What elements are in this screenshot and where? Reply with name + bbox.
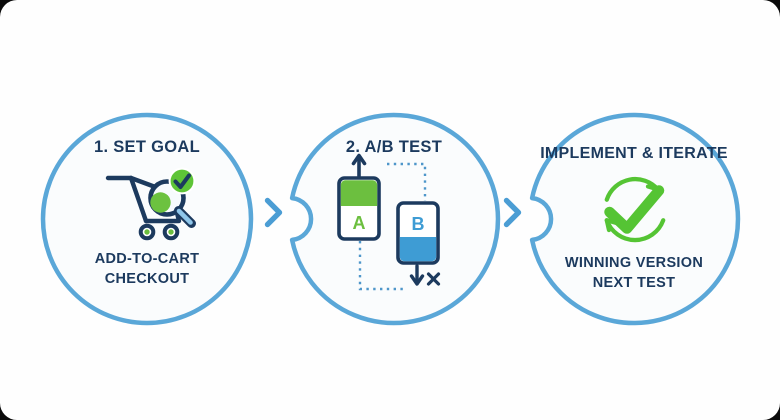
down-arrow-icon xyxy=(409,264,425,286)
chevron-right-icon xyxy=(503,197,522,228)
step-title: IMPLEMENT & ITERATE xyxy=(540,145,728,162)
caption-line: ADD-TO-CART xyxy=(94,251,200,267)
step-ab-test: 2. A/B TEST A B xyxy=(284,109,504,329)
step-caption: ADD-TO-CART CHECKOUT xyxy=(37,249,257,289)
step-caption: WINNING VERSION NEXT TEST xyxy=(524,253,744,293)
step-title: 2. A/B TEST xyxy=(345,138,443,156)
circle-outline-notched xyxy=(289,112,501,326)
caption-line: WINNING VERSION xyxy=(564,255,704,271)
up-arrow-icon xyxy=(351,153,367,178)
variant-b-box: B xyxy=(396,201,440,265)
check-badge-icon xyxy=(168,167,196,195)
refresh-arc-bottom xyxy=(604,218,666,243)
dotted-line-top xyxy=(387,162,427,201)
variant-a-label: A xyxy=(353,213,366,233)
cart-search-check-icon xyxy=(105,167,196,241)
x-mark-icon xyxy=(426,272,441,286)
refresh-arc-top xyxy=(604,176,661,202)
caption-line: NEXT TEST xyxy=(592,275,676,291)
variant-b-label: B xyxy=(412,214,425,234)
step-title: 1. SET GOAL xyxy=(94,138,200,156)
step-set-goal: 1. SET GOAL xyxy=(37,109,257,329)
dotted-line-bottom xyxy=(358,241,406,291)
ab-test-icon: A B xyxy=(337,153,441,291)
checkmark-icon xyxy=(604,185,665,234)
check-refresh-icon xyxy=(604,176,666,243)
step-implement-iterate: IMPLEMENT & ITERATE WINNING VERSION NEXT… xyxy=(524,109,744,329)
chevron-right-icon xyxy=(264,197,283,228)
wheel-dot xyxy=(144,229,150,235)
caption-line: CHECKOUT xyxy=(104,271,190,287)
variant-a-box: A xyxy=(337,176,381,241)
